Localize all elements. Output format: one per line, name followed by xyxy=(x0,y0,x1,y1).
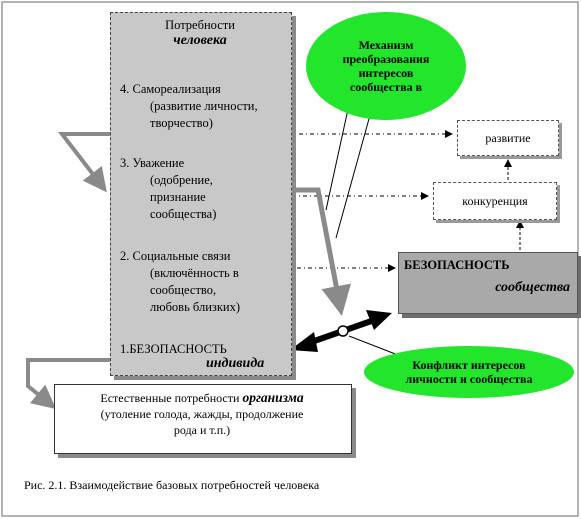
development-box: развитие xyxy=(457,120,559,156)
conflict-point xyxy=(337,325,349,337)
level2-line2: сообщество, xyxy=(150,283,217,297)
community-security-box xyxy=(398,252,578,314)
mechanism-ellipse: Механизм преобразования интересов сообще… xyxy=(306,12,466,120)
conflict-line2: личности и сообщества xyxy=(405,372,533,386)
needs-column xyxy=(110,12,292,376)
organism-needs-box xyxy=(54,384,352,454)
level1-em: индивида xyxy=(206,356,265,371)
mechanism-line2: преобразования xyxy=(342,52,430,66)
needs-title: Потребности человека xyxy=(110,18,290,48)
conflict-arrowhead-left xyxy=(290,332,318,352)
development-label: развитие xyxy=(485,130,531,145)
community-security-subtitle: сообщества xyxy=(495,280,570,295)
gray-bracket-left xyxy=(57,132,110,193)
level3-line3: сообщества) xyxy=(150,207,217,221)
figure-caption: Рис. 2.1. Взаимодействие базовых потребн… xyxy=(24,478,320,492)
mechanism-line1: Механизм xyxy=(358,38,414,52)
conflict-line1: Конфликт интересов xyxy=(412,358,526,372)
organism-em: организма xyxy=(242,390,304,405)
level2-title: 2. Социальные связи xyxy=(120,249,231,263)
organism-prefix: Естественные потребности xyxy=(100,391,243,405)
line-mechanism-2 xyxy=(335,107,373,239)
level3-line2: признание xyxy=(150,190,206,204)
conflict-ellipse: Конфликт интересов личности и сообщества xyxy=(364,346,574,398)
level4-line2: творчество) xyxy=(150,116,213,130)
organism-line2: (утоление голода, жажды, продолжение xyxy=(100,407,304,421)
mechanism-line3: интересов xyxy=(358,66,414,80)
line-mechanism-1 xyxy=(325,99,351,211)
community-security-title: БЕЗОПАСНОСТЬ xyxy=(404,258,510,272)
level4-line1: (развитие личности, xyxy=(150,99,258,113)
level3-title: 3. Уважение xyxy=(120,156,185,170)
level2-line3: любовь близких) xyxy=(150,300,241,314)
organism-line3: рода и т.п.) xyxy=(173,423,231,437)
organism-needs-text: Естественные потребности организма (утол… xyxy=(60,390,344,438)
competition-box: конкуренция xyxy=(433,182,557,220)
needs-title-em: человека xyxy=(173,33,227,48)
level2-line1: (включённость в xyxy=(150,266,239,280)
gray-bracket-bottom xyxy=(26,358,110,410)
level1-title: 1.БЕЗОПАСНОСТЬ xyxy=(120,342,227,356)
mechanism-line4: сообщества в xyxy=(349,80,423,94)
competition-label: конкуренция xyxy=(462,193,528,208)
level3-line1: (одобрение, xyxy=(150,173,213,187)
needs-title-line: Потребности xyxy=(165,18,235,32)
level4-title: 4. Самореализация xyxy=(120,82,221,96)
conflict-arrowhead-right xyxy=(366,310,392,330)
